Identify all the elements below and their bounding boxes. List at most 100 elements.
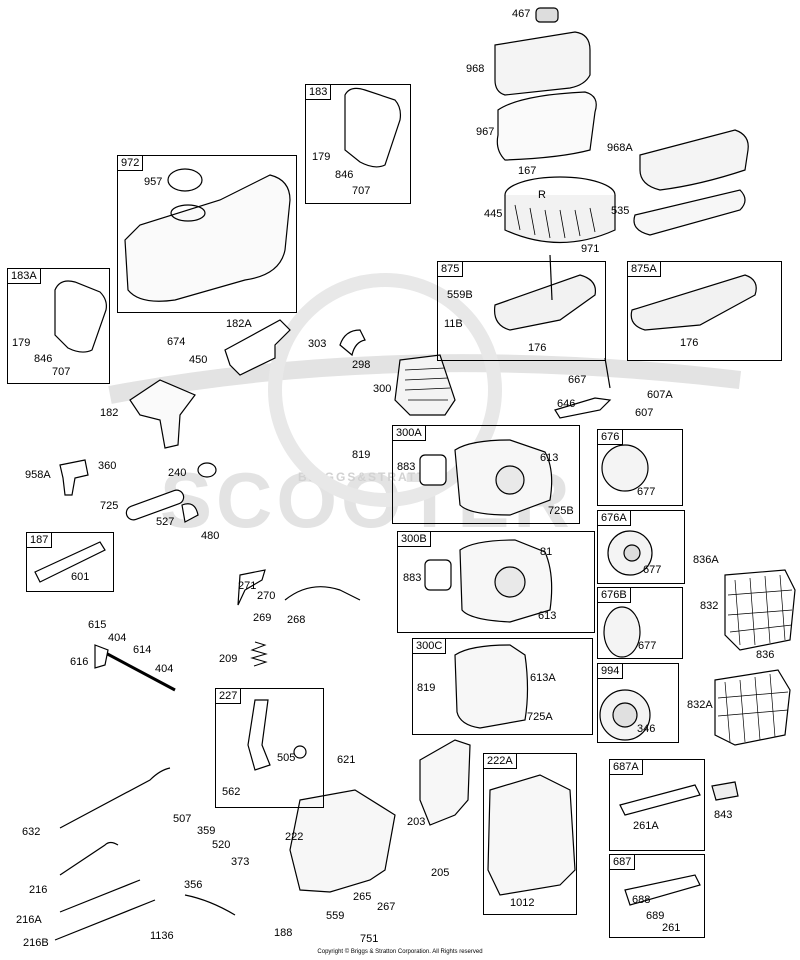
label-676A-677: 677: [643, 564, 662, 576]
group-tag-300B: 300B: [397, 531, 431, 547]
label-203: 203: [407, 816, 426, 828]
group-tag-300A: 300A: [392, 425, 426, 441]
group-box-183A: 183A: [7, 268, 110, 384]
label-183A-846: 846: [34, 353, 53, 365]
label-300A-613: 613: [540, 452, 559, 464]
guard-676-shape: [601, 444, 649, 492]
label-615: 615: [88, 619, 107, 631]
label-467: 467: [512, 8, 531, 20]
label-300C-613A: 613A: [530, 672, 556, 684]
label-480: 480: [201, 530, 220, 542]
label-209: 209: [219, 653, 238, 665]
filter-445-pleats: [514, 204, 596, 239]
nut-505-shape: [293, 745, 307, 759]
label-404a: 404: [108, 632, 127, 644]
shaft-616-lever: [94, 644, 109, 669]
label-836A: 836A: [693, 554, 719, 566]
foam-967-shape: [496, 91, 597, 161]
group-box-222A: 222A: [483, 753, 577, 915]
label-360: 360: [98, 460, 117, 472]
group-tag-687: 687: [609, 854, 636, 870]
label-971: 971: [581, 243, 600, 255]
label-300C-819: 819: [417, 682, 436, 694]
label-967: 967: [476, 126, 495, 138]
label-875A-176: 176: [680, 337, 699, 349]
label-300: 300: [373, 383, 392, 395]
label-300C-725A: 725A: [527, 711, 553, 723]
group-tag-300C: 300C: [412, 638, 447, 654]
label-520: 520: [212, 839, 231, 851]
label-646: 646: [557, 398, 576, 410]
label-559: 559: [326, 910, 345, 922]
label-687A-261A: 261A: [633, 820, 659, 832]
rod-601-shape: [34, 541, 106, 583]
label-614: 614: [133, 644, 152, 656]
group-box-687: 687: [609, 854, 705, 938]
bracket-203-shape: [419, 739, 471, 826]
bracket-182A-shape: [224, 319, 291, 376]
group-box-972: 972: [117, 155, 297, 313]
fitting-240-shape: [197, 462, 217, 478]
group-box-300B: 300B: [397, 531, 595, 633]
label-687-689: 689: [646, 910, 665, 922]
link-632-shape: [59, 767, 171, 829]
group-tag-687A: 687A: [609, 759, 643, 775]
group-box-300A: 300A: [392, 425, 580, 524]
label-216A: 216A: [16, 914, 42, 926]
group-box-676A: 676A: [597, 510, 685, 584]
lever-271-shape: [237, 569, 266, 606]
group-tag-227: 227: [215, 688, 242, 704]
clip-527-shape: [181, 503, 199, 523]
shaft-616-shape: [99, 648, 176, 692]
label-267: 267: [377, 901, 396, 913]
muffler-300-fins: [404, 367, 451, 401]
label-187-601: 601: [71, 571, 90, 583]
elbow-303-shape: [339, 329, 366, 357]
label-832A: 832A: [687, 699, 713, 711]
link-216-shape: [59, 841, 119, 876]
label-607A: 607A: [647, 389, 673, 401]
label-268: 268: [287, 614, 306, 626]
screen-832A-mesh: [717, 673, 789, 743]
group-tag-676B: 676B: [597, 587, 631, 603]
breather-tube: [549, 254, 553, 301]
label-958A: 958A: [25, 469, 51, 481]
label-751: 751: [360, 933, 379, 945]
label-300B-883: 883: [403, 572, 422, 584]
label-507: 507: [173, 813, 192, 825]
bracket-183A-shape: [54, 280, 107, 353]
group-tag-972: 972: [117, 155, 144, 171]
label-667: 667: [568, 374, 587, 386]
muffler-300A-screen: [495, 465, 525, 495]
fuel-tank-972-shape: [124, 174, 291, 302]
label-270: 270: [257, 590, 276, 602]
label-300B-81: 81: [540, 546, 553, 558]
guard-676B-shape: [603, 606, 641, 658]
label-182A: 182A: [226, 318, 252, 330]
group-tag-222A: 222A: [483, 753, 517, 769]
label-271: 271: [238, 580, 257, 592]
label-404b: 404: [155, 663, 174, 675]
label-1136: 1136: [150, 930, 174, 942]
link-216A-shape: [59, 879, 141, 913]
group-tag-875A: 875A: [627, 261, 661, 277]
label-188: 188: [274, 927, 293, 939]
copyright-notice: Copyright © Briggs & Stratton Corporatio…: [317, 949, 483, 955]
label-298: 298: [352, 359, 371, 371]
base-875A-shape: [630, 274, 757, 331]
guard-676A-center: [623, 544, 641, 562]
group-tag-187: 187: [26, 532, 53, 548]
group-box-183: 183: [305, 84, 411, 204]
group-tag-875: 875: [437, 261, 464, 277]
label-875-559B: 559B: [447, 289, 473, 301]
cable-268-shape: [284, 586, 361, 601]
label-972-957: 957: [144, 176, 163, 188]
label-222A-1012: 1012: [510, 897, 535, 909]
screen-832-shape: [724, 569, 796, 651]
group-tag-676A: 676A: [597, 510, 631, 526]
tank-neck: [170, 204, 206, 222]
filter-445-body: [504, 195, 616, 243]
screen-832-mesh: [727, 574, 793, 646]
label-616: 616: [70, 656, 89, 668]
